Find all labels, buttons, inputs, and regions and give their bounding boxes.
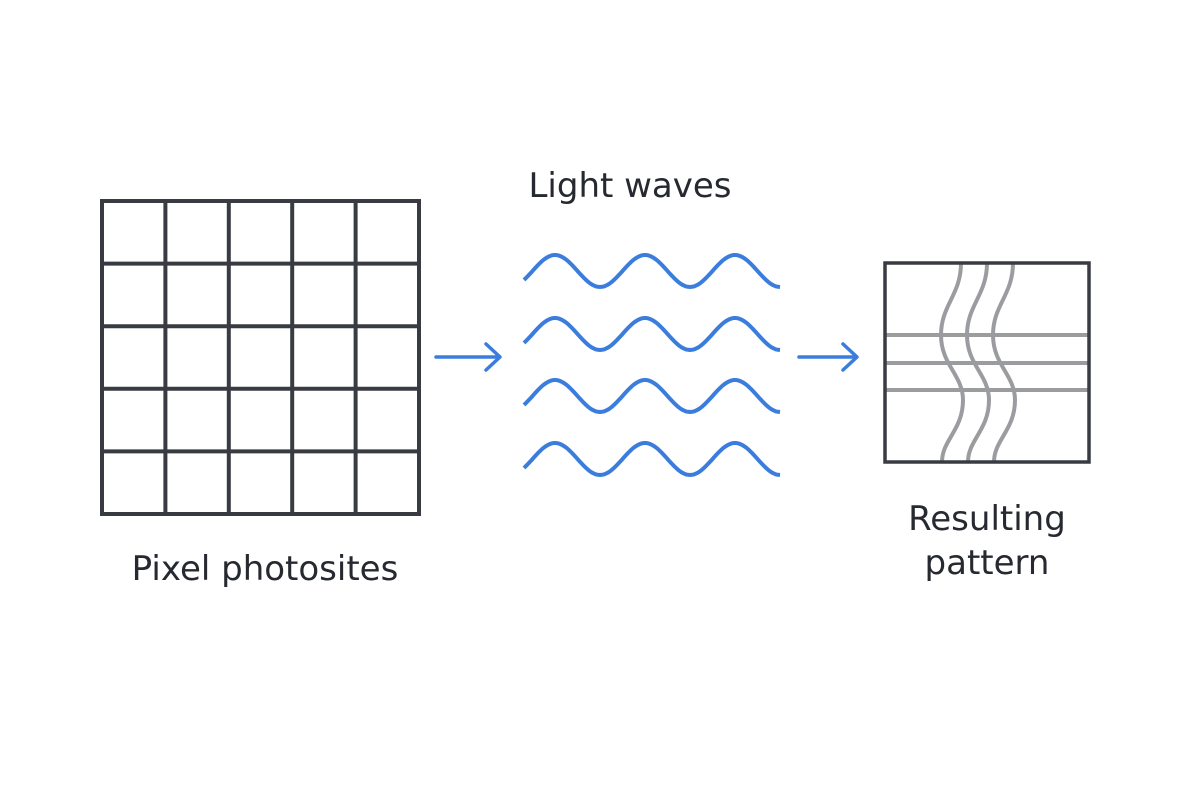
pattern-wavy-line <box>938 262 966 463</box>
light-wave <box>522 253 781 290</box>
arrow-right-icon <box>797 342 859 372</box>
light-wave <box>522 441 781 478</box>
pixel-photosites-grid <box>100 199 421 516</box>
light-wave <box>522 316 781 353</box>
resulting-pattern-box <box>883 261 1091 464</box>
pattern-wavy-line <box>964 262 992 463</box>
light-wave <box>522 378 781 415</box>
pattern-box-border <box>883 261 1091 464</box>
light-waves-label: Light waves <box>528 166 731 206</box>
resulting-pattern-label-line2: pattern <box>925 543 1050 583</box>
pixel-photosites-label: Pixel photosites <box>132 549 399 589</box>
arrow-right-icon <box>434 342 502 372</box>
pattern-wavy-line <box>990 262 1018 463</box>
resulting-pattern-label-line1: Resulting <box>908 499 1066 539</box>
light-waves <box>522 253 781 478</box>
grid-border <box>100 199 421 516</box>
